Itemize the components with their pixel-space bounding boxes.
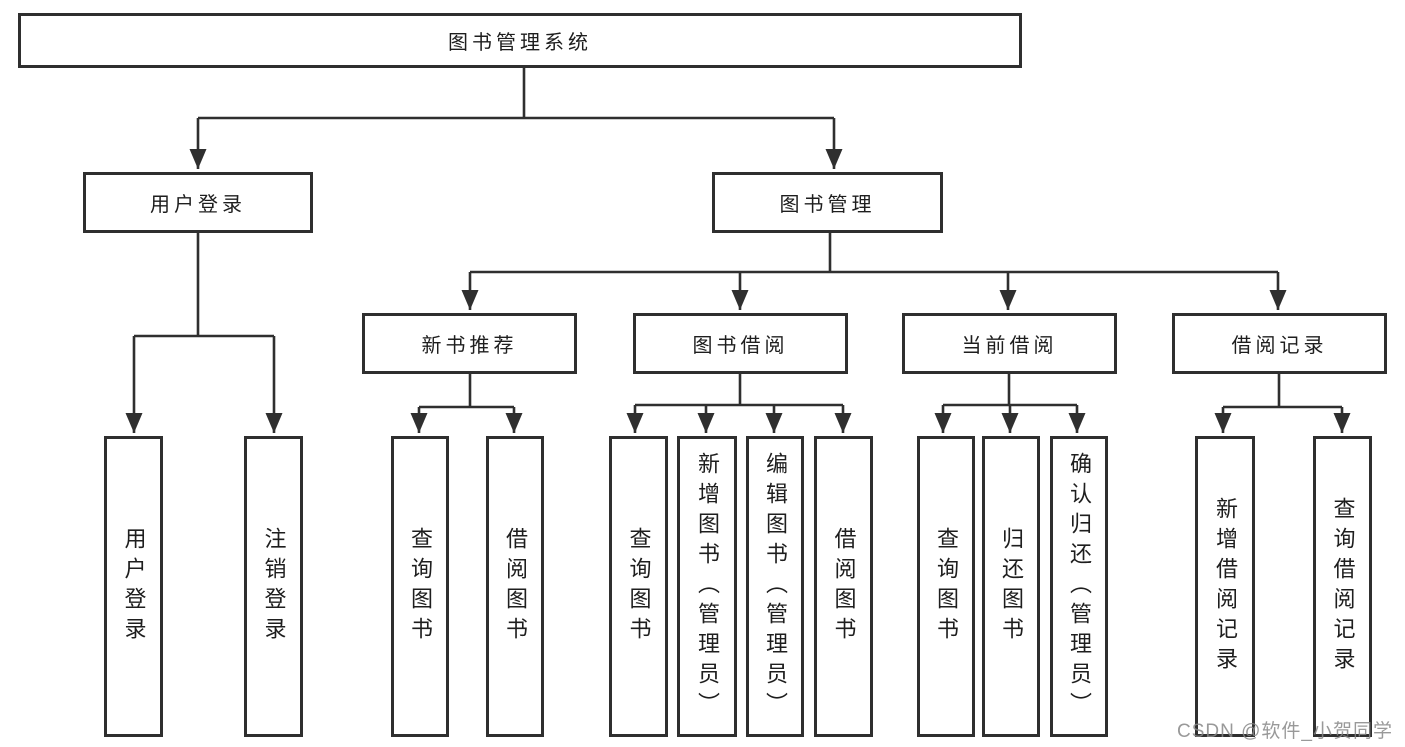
node-label: 借阅图书	[831, 526, 857, 647]
node-label: 图书管理	[779, 194, 876, 216]
node-label: 用户登录	[150, 194, 246, 216]
node-label: 新书推荐	[421, 335, 518, 357]
node-book-borrowing: 图书借阅	[633, 313, 848, 374]
node-system-root: 图书管理系统	[18, 13, 1022, 68]
leaf-confirm-return-admin: 确认归还（管理员）	[1050, 436, 1108, 737]
node-label: 编辑图书（管理员）	[763, 451, 788, 722]
node-current-borrowing: 当前借阅	[902, 313, 1117, 374]
node-label: 注销登录	[261, 526, 287, 647]
node-label: 查询图书	[408, 526, 433, 647]
leaf-return-books: 归还图书	[982, 436, 1040, 737]
leaf-query-books-borrowing: 查询图书	[609, 436, 668, 737]
node-label: 借阅记录	[1231, 335, 1328, 357]
node-label: 图书借阅	[692, 335, 789, 357]
leaf-query-borrow-record: 查询借阅记录	[1313, 436, 1372, 737]
leaf-borrow-books: 借阅图书	[814, 436, 873, 737]
node-label: 归还图书	[999, 526, 1024, 647]
leaf-add-borrow-record: 新增借阅记录	[1195, 436, 1255, 737]
leaf-logout: 注销登录	[244, 436, 303, 737]
node-label: 查询借阅记录	[1330, 496, 1356, 677]
leaf-query-books-current: 查询图书	[917, 436, 975, 737]
leaf-borrow-books-recommend: 借阅图书	[486, 436, 544, 737]
node-label: 查询图书	[934, 526, 959, 647]
node-label: 新增借阅记录	[1213, 496, 1238, 677]
watermark-text: CSDN @软件_小贺同学	[1177, 721, 1393, 742]
node-label: 借阅图书	[503, 526, 528, 647]
leaf-add-book-admin: 新增图书（管理员）	[677, 436, 737, 737]
node-label: 确认归还（管理员）	[1067, 451, 1092, 722]
leaf-edit-book-admin: 编辑图书（管理员）	[746, 436, 804, 737]
leaf-query-books-recommend: 查询图书	[391, 436, 449, 737]
node-label: 查询图书	[626, 526, 652, 647]
node-label: 图书管理系统	[448, 32, 592, 54]
node-user-login: 用户登录	[83, 172, 313, 233]
node-label: 新增图书（管理员）	[695, 451, 720, 722]
node-new-book-recommend: 新书推荐	[362, 313, 577, 374]
node-label: 当前借阅	[961, 335, 1058, 357]
node-label: 用户登录	[121, 526, 147, 647]
leaf-user-login: 用户登录	[104, 436, 163, 737]
node-borrowing-records: 借阅记录	[1172, 313, 1387, 374]
node-book-management: 图书管理	[712, 172, 943, 233]
